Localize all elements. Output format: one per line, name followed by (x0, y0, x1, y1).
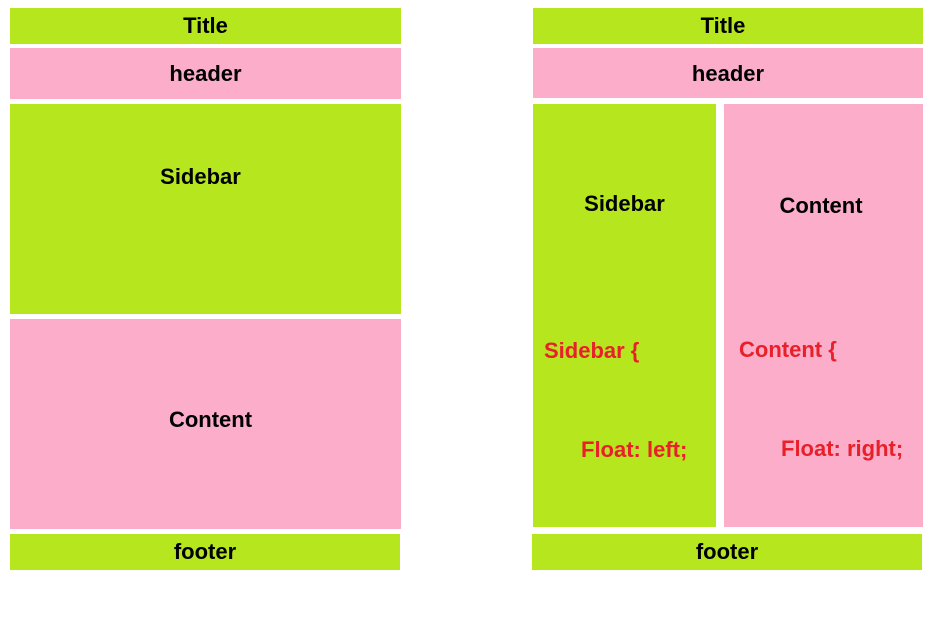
right-title-label: Title (700, 13, 746, 38)
left-sidebar-block: Sidebar (10, 104, 401, 314)
right-footer-block: footer (532, 534, 922, 570)
content-code-rule: Float: right; (781, 436, 904, 461)
content-code-open: Content { (739, 337, 837, 362)
left-content-label: Content (168, 407, 253, 432)
left-title-block: Title (10, 8, 401, 44)
left-sidebar-label: Sidebar (160, 164, 241, 189)
content-float-code: Content { Float: right; } (739, 267, 903, 630)
right-content-label: Content (779, 193, 863, 218)
left-title-label: Title (183, 13, 228, 38)
left-footer-block: footer (10, 534, 400, 570)
sidebar-float-code: Sidebar { Float: left; } (544, 268, 687, 631)
left-header-block: header (10, 48, 401, 99)
left-footer-label: footer (173, 539, 237, 564)
right-sidebar-block: Sidebar Sidebar { Float: left; } (533, 104, 716, 561)
sidebar-code-rule: Float: left; (581, 437, 688, 462)
right-content-block: Content Content { Float: right; } (724, 104, 923, 560)
right-header-block: header (533, 48, 923, 98)
left-content-block: Content (10, 319, 401, 529)
left-header-label: header (169, 61, 242, 86)
right-title-block: Title (533, 8, 923, 44)
sidebar-code-open: Sidebar { (544, 338, 640, 363)
right-sidebar-label: Sidebar (584, 191, 665, 216)
right-header-label: header (691, 61, 765, 86)
right-footer-label: footer (695, 539, 759, 564)
